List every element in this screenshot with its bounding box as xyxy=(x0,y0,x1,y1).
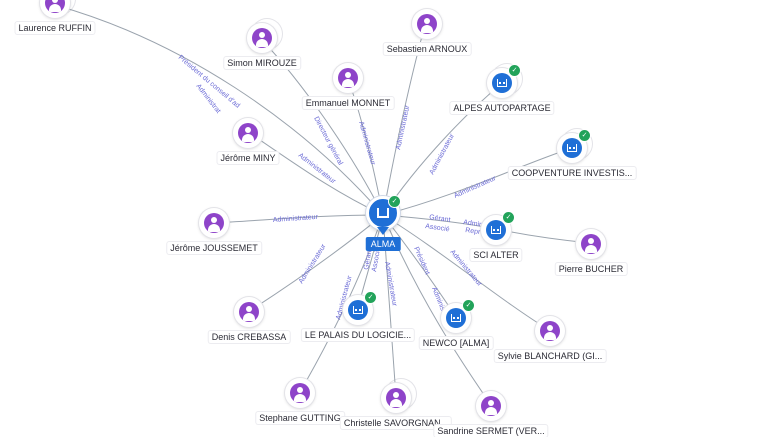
person-icon xyxy=(338,68,358,88)
node-label: Jérôme MINY xyxy=(217,152,279,164)
node-bubble xyxy=(233,118,263,148)
edge-label-scialter1: Gérant xyxy=(429,214,451,224)
node-label: Christelle SAVORGNAN... xyxy=(340,417,452,429)
node-bubble xyxy=(234,297,264,327)
edge-label-monnet: Administrateur xyxy=(357,121,376,167)
node-label: Stephane GUTTING xyxy=(256,412,344,424)
node-bubble xyxy=(412,9,442,39)
node-bubble xyxy=(381,379,416,413)
person-icon xyxy=(238,123,258,143)
edge-label-crebassa: Administrateur xyxy=(298,243,328,286)
node-label: Sylvie BLANCHARD (GI... xyxy=(494,350,606,362)
edge-crebassa xyxy=(247,214,384,313)
person-icon xyxy=(290,383,310,403)
edge-sylvie xyxy=(382,214,550,331)
edge-label-newco1: Président xyxy=(412,246,430,276)
building-icon xyxy=(486,220,506,240)
edge-miny xyxy=(247,131,384,216)
edge-coop xyxy=(382,147,573,216)
edge-ruffin xyxy=(54,4,384,216)
check-badge-icon: ✓ xyxy=(578,129,591,142)
person-icon xyxy=(239,302,259,322)
node-bubble xyxy=(333,63,363,93)
node-bubble xyxy=(199,208,229,238)
edge-label-palais3: Administrateur xyxy=(383,261,398,307)
edge-label-joussemet: Administrateur xyxy=(273,214,319,224)
node-bubble xyxy=(40,0,75,18)
person-icon xyxy=(252,28,272,48)
person-icon xyxy=(481,396,501,416)
check-badge-icon: ✓ xyxy=(364,291,377,304)
node-label: SCI ALTER xyxy=(470,249,522,261)
edge-label-scialter3: Admin xyxy=(463,219,484,229)
node-label: Emmanuel MONNET xyxy=(302,97,394,109)
node-bubble xyxy=(247,19,282,53)
building-icon xyxy=(446,308,466,328)
edge-label-scialter2: Associé xyxy=(425,223,450,233)
edge-label-arnoux: Administrateur xyxy=(395,104,411,150)
building-icon xyxy=(377,208,389,218)
node-bubble xyxy=(476,391,506,421)
node-label: Pierre BUCHER xyxy=(555,263,627,275)
edge-label-palais2: Associé xyxy=(371,247,382,272)
edge-joussemet xyxy=(212,214,384,224)
edge-label-alpes: Administrateur xyxy=(429,132,457,176)
node-label: Sebastien ARNOUX xyxy=(383,43,471,55)
person-icon xyxy=(386,388,406,408)
person-icon xyxy=(540,321,560,341)
check-badge-icon: ✓ xyxy=(502,211,515,224)
node-bubble xyxy=(576,229,606,259)
node-bubble xyxy=(285,378,315,408)
node-bubble: ✓ xyxy=(557,129,592,163)
edge-mirouze xyxy=(261,39,384,216)
node-label: Sandrine SERMET (VER... xyxy=(434,425,548,437)
check-badge-icon: ✓ xyxy=(388,195,401,208)
person-icon xyxy=(581,234,601,254)
center-marker: ✓ xyxy=(366,195,401,235)
node-label: Jérôme JOUSSEMET xyxy=(167,242,261,254)
person-icon xyxy=(417,14,437,34)
node-bubble: ✓ xyxy=(487,64,522,98)
edge-label-palais1: Gérant xyxy=(363,248,374,270)
node-bubble: ✓ xyxy=(343,291,377,325)
building-icon xyxy=(348,300,368,320)
check-badge-icon: ✓ xyxy=(462,299,475,312)
node-label: Simon MIROUZE xyxy=(224,57,300,69)
center-label: ALMA xyxy=(365,237,401,251)
person-icon xyxy=(45,0,65,13)
edge-label-coop: Administrateur xyxy=(453,175,498,200)
edge-label-scialter4: Repr xyxy=(465,227,482,236)
node-label: ALPES AUTOPARTAGE xyxy=(450,102,554,114)
node-label: Laurence RUFFIN xyxy=(15,22,95,34)
node-label: Denis CREBASSA xyxy=(208,331,290,343)
edge-labels: Président du conseil d'ad Administrat Di… xyxy=(177,54,498,331)
check-badge-icon: ✓ xyxy=(508,64,521,77)
node-bubble xyxy=(535,316,565,346)
node-bubble: ✓ xyxy=(441,299,475,333)
node-label: COOPVENTURE INVESTIS... xyxy=(508,167,636,179)
node-label: NEWCO [ALMA] xyxy=(419,337,493,349)
building-icon xyxy=(492,73,512,93)
node-bubble: ✓ xyxy=(481,211,515,245)
building-icon xyxy=(562,138,582,158)
node-label: LE PALAIS DU LOGICIE... xyxy=(301,329,415,341)
person-icon xyxy=(204,213,224,233)
